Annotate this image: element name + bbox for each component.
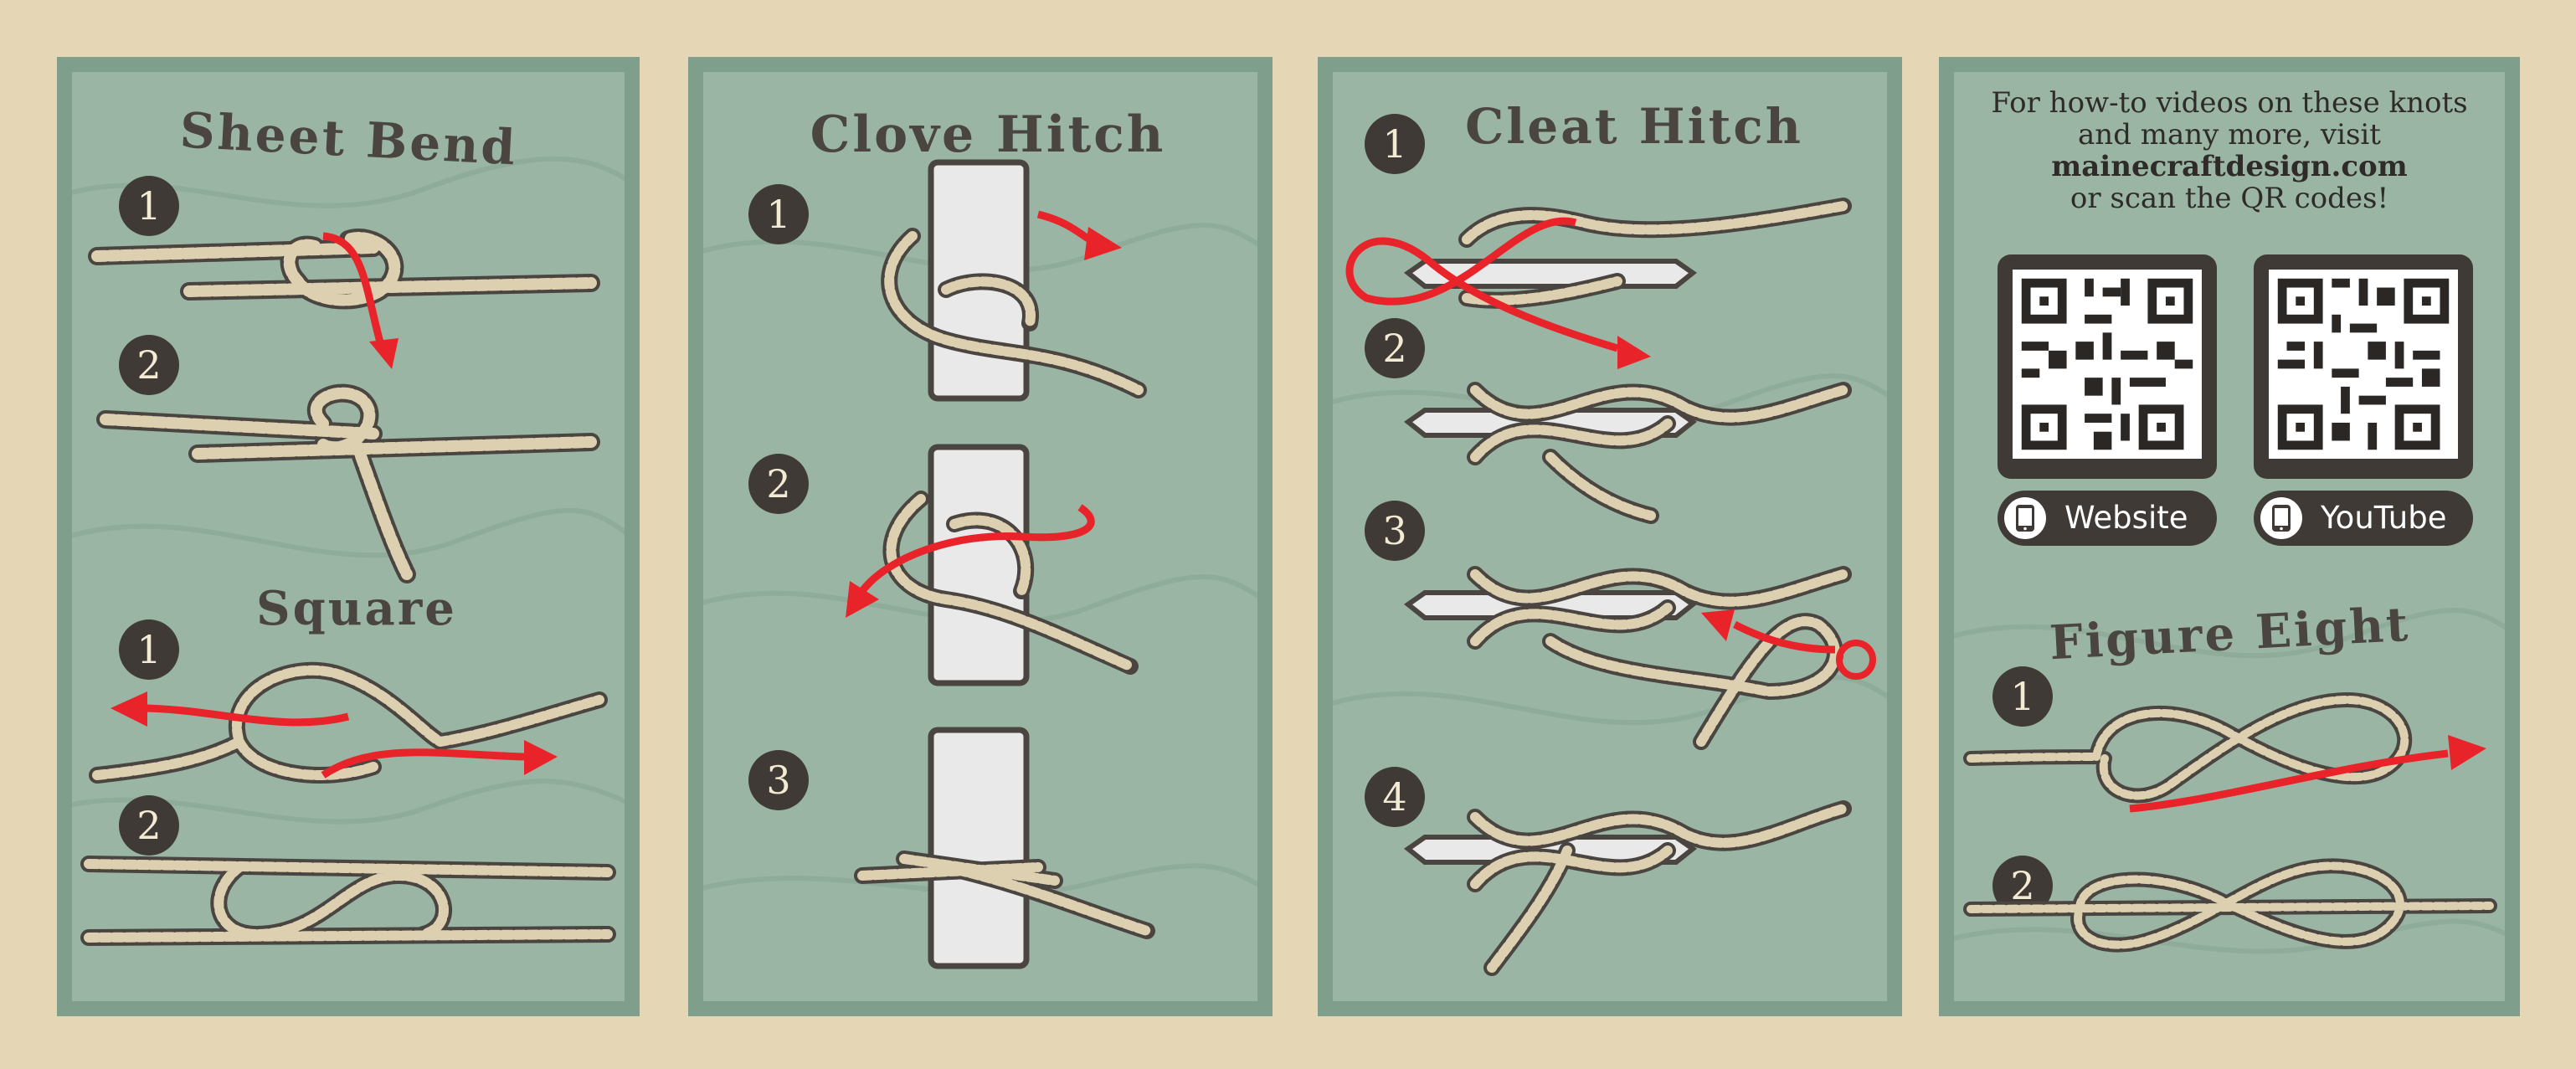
cleat-step-2-diagram: [1403, 382, 1852, 524]
cleat-hitch-illustration: Cleat Hitch 1 2 3: [1333, 98, 1887, 976]
step-badge-2: 2: [748, 454, 809, 514]
youtube-button[interactable]: YouTube: [2254, 491, 2473, 546]
cleat-step-1-diagram: [1345, 198, 1852, 369]
arrow-icon: [859, 504, 1095, 594]
panel-clove-hitch: Clove Hitch 1 2 3: [688, 57, 1273, 1016]
cleat-step-4-diagram: [1403, 800, 1852, 976]
svg-text:2: 2: [766, 461, 790, 506]
panel-inner: Cleat Hitch 1 2 3: [1333, 72, 1887, 1001]
cleat-step-3-diagram: [1403, 566, 1876, 750]
step-badge-4: 2: [119, 795, 179, 856]
qr-code: [2013, 270, 2202, 459]
panel-info-figure-eight: For how-to videos on these knots and man…: [1939, 57, 2520, 1016]
phone-icon: [2260, 497, 2302, 539]
step-badge-1: 1: [748, 184, 809, 244]
arrow-icon: [1345, 217, 1619, 352]
title-sheet-bend: Sheet Bend: [178, 102, 519, 177]
svg-text:1: 1: [2010, 674, 2034, 719]
panel-sheet-bend-square: Sheet Bend 1 2 Square 1: [57, 57, 640, 1016]
step-badge-1: 1: [1365, 114, 1425, 174]
clove-step-2-diagram: [846, 444, 1139, 686]
phone-icon: [2004, 497, 2046, 539]
svg-text:2: 2: [136, 803, 161, 848]
topo-lines: [1954, 608, 2505, 954]
figure-eight-step-1-diagram: [1963, 692, 2486, 813]
arrow-icon: [1732, 620, 1836, 654]
step-badge-3: 3: [748, 750, 809, 810]
website-button[interactable]: Website: [1998, 491, 2217, 546]
youtube-qr-code[interactable]: [2254, 254, 2473, 479]
sheet-bend-step-2-diagram: [96, 383, 600, 583]
arrow-icon: [2129, 749, 2449, 813]
info-line-1: For how-to videos on these knots: [1991, 86, 2468, 120]
arrow-icon: [322, 232, 386, 350]
panel-inner: Clove Hitch 1 2 3: [703, 72, 1257, 1001]
svg-text:3: 3: [766, 758, 790, 803]
panel-cleat-hitch: Cleat Hitch 1 2 3: [1318, 57, 1902, 1016]
title-cleat-hitch: Cleat Hitch: [1465, 98, 1803, 155]
svg-text:2: 2: [2010, 863, 2034, 908]
svg-text:1: 1: [136, 627, 161, 672]
figure-eight-illustration: Figure Eight 1 2: [1954, 597, 2505, 954]
website-url[interactable]: mainecraftdesign.com: [2051, 150, 2408, 183]
svg-text:3: 3: [1382, 508, 1406, 553]
info-line-3: or scan the QR codes!: [2070, 182, 2389, 215]
youtube-label: YouTube: [2321, 500, 2447, 536]
website-qr-code[interactable]: [1998, 254, 2217, 479]
svg-text:1: 1: [1382, 121, 1406, 167]
sheet-bend-step-1-diagram: [88, 229, 600, 369]
arrow-icon: [321, 748, 525, 779]
svg-text:2: 2: [1382, 326, 1406, 371]
clove-step-3-diagram: [854, 727, 1155, 969]
figure-eight-step-2-diagram: [1963, 858, 2497, 953]
info-text: For how-to videos on these knots and man…: [1954, 87, 2505, 214]
square-step-2-diagram: [80, 856, 616, 946]
title-square: Square: [256, 581, 457, 636]
sheet-square-illustration: Sheet Bend 1 2 Square 1: [72, 102, 625, 946]
website-label: Website: [2064, 500, 2188, 536]
step-badge-3: 1: [119, 619, 179, 680]
step-badge-1: 1: [1992, 666, 2053, 727]
clove-step-1-diagram: [881, 159, 1147, 402]
panel-inner: For how-to videos on these knots and man…: [1954, 72, 2505, 1001]
arrow-icon: [138, 704, 350, 727]
step-badge-2: 2: [119, 335, 179, 395]
step-badge-3: 3: [1365, 501, 1425, 561]
step-badge-4: 4: [1365, 767, 1425, 827]
svg-text:2: 2: [136, 342, 161, 388]
svg-text:4: 4: [1382, 774, 1406, 820]
clove-hitch-illustration: Clove Hitch 1 2 3: [703, 105, 1257, 969]
step-badge-2: 2: [1992, 856, 2053, 916]
qr-code: [2269, 270, 2458, 459]
panel-inner: Sheet Bend 1 2 Square 1: [72, 72, 625, 1001]
info-line-2: and many more, visit: [2078, 118, 2381, 152]
step-badge-2: 2: [1365, 318, 1425, 378]
svg-text:1: 1: [766, 192, 790, 237]
title-figure-eight: Figure Eight: [2048, 597, 2411, 671]
svg-text:1: 1: [136, 183, 161, 229]
square-step-1-diagram: [89, 661, 608, 784]
step-badge-1: 1: [119, 176, 179, 236]
title-clove-hitch: Clove Hitch: [810, 105, 1166, 164]
